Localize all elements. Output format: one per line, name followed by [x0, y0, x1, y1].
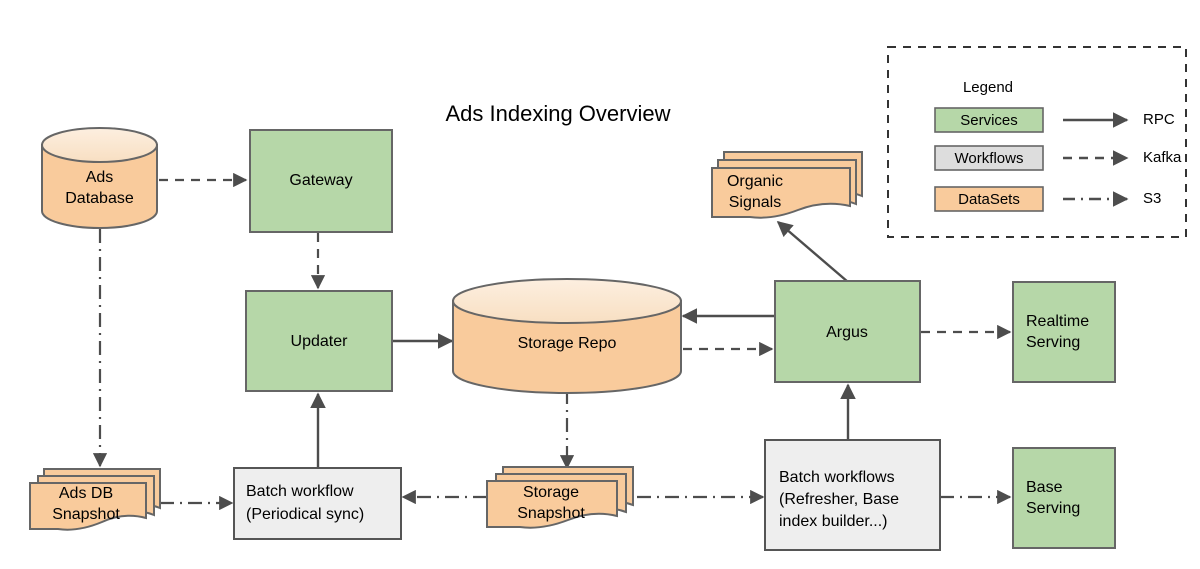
node-label-storage-repo: Storage Repo [518, 335, 617, 352]
node-batch-workflows-refresher[interactable]: Batch workflows (Refresher, Base index b… [764, 439, 941, 551]
node-gateway[interactable]: Gateway [249, 129, 393, 233]
legend-swatch-shape-datasets [934, 186, 1044, 212]
legend-edge-rpc: RPC [1063, 111, 1175, 128]
node-label-ads-database-line1: Ads [86, 169, 114, 186]
doc-stack-front [486, 480, 618, 529]
node-shape-batch-workflow-sync [233, 467, 402, 540]
node-shape-argus [774, 280, 921, 383]
node-label-batch-workflow-sync-line1: Batch workflow [246, 483, 354, 500]
page-title: Ads Indexing Overview [446, 101, 671, 126]
node-label-gateway: Gateway [289, 172, 352, 189]
node-label-batch-workflows-refresher-line3: index builder...) [779, 513, 888, 530]
node-label-organic-signals-line2: Signals [729, 194, 781, 211]
node-label-organic-signals-line1: Organic [727, 173, 783, 190]
node-label-base-serving-line1: Base [1026, 479, 1063, 496]
legend-swatch-workflows: Workflows [934, 145, 1044, 171]
node-shape-realtime-serving [1012, 281, 1116, 383]
edge-argus-to-organic-signals [776, 220, 849, 283]
edge-layer [92, 172, 1012, 511]
legend-title: Legend [963, 79, 1013, 96]
node-storage-snapshot[interactable]: Storage Snapshot [486, 466, 634, 529]
legend-swatch-label-workflows: Workflows [955, 150, 1024, 167]
node-label-argus: Argus [826, 324, 868, 341]
node-shape-gateway [249, 129, 393, 233]
legend-swatch-label-datasets: DataSets [958, 191, 1020, 208]
node-base-serving[interactable]: Base Serving [1012, 447, 1116, 549]
node-organic-signals[interactable]: Organic Signals [711, 151, 863, 219]
legend-edge-label-s3: S3 [1143, 190, 1161, 207]
node-label-batch-workflows-refresher-line2: (Refresher, Base [779, 491, 899, 508]
legend-edge-label-kafka: Kafka [1143, 149, 1182, 166]
cylinder-top [452, 278, 682, 324]
node-updater[interactable]: Updater [245, 290, 393, 392]
node-label-storage-snapshot-line2: Snapshot [517, 505, 585, 522]
legend-edge-label-rpc: RPC [1143, 111, 1175, 128]
node-label-updater: Updater [291, 333, 349, 350]
node-realtime-serving[interactable]: Realtime Serving [1012, 281, 1116, 383]
node-label-storage-snapshot-line1: Storage [523, 484, 579, 501]
cylinder-top [41, 127, 158, 163]
node-label-ads-db-snapshot-line2: Snapshot [52, 506, 120, 523]
legend-swatch-label-services: Services [960, 112, 1018, 129]
cylinder-body [452, 300, 682, 394]
node-shape-updater [245, 290, 393, 392]
legend: Legend Services Workflows DataSets RPC [887, 46, 1187, 238]
legend-swatch-datasets: DataSets [934, 186, 1044, 212]
node-batch-workflow-sync[interactable]: Batch workflow (Periodical sync) [233, 467, 402, 540]
node-label-base-serving-line2: Serving [1026, 500, 1080, 517]
node-shape-base-serving [1012, 447, 1116, 549]
node-label-realtime-serving-line1: Realtime [1026, 313, 1089, 330]
node-ads-db-snapshot[interactable]: Ads DB Snapshot [29, 468, 161, 531]
doc-stack-front [711, 167, 851, 219]
doc-stack-front [29, 482, 147, 531]
node-storage-repo[interactable]: Storage Repo [452, 278, 682, 394]
node-label-realtime-serving-line2: Serving [1026, 334, 1080, 351]
legend-edge-s3: S3 [1063, 190, 1161, 207]
node-argus[interactable]: Argus [774, 280, 921, 383]
legend-swatch-shape-workflows [934, 145, 1044, 171]
legend-swatch-shape-services [934, 107, 1044, 133]
node-shape-batch-workflows-refresher [764, 439, 941, 551]
legend-edge-kafka: Kafka [1063, 149, 1182, 166]
legend-border [887, 46, 1187, 238]
node-label-batch-workflows-refresher-line1: Batch workflows [779, 469, 895, 486]
node-label-ads-database-line2: Database [65, 190, 134, 207]
node-label-batch-workflow-sync-line2: (Periodical sync) [246, 506, 364, 523]
legend-swatch-services: Services [934, 107, 1044, 133]
node-label-ads-db-snapshot-line1: Ads DB [59, 485, 113, 502]
cylinder-body [41, 144, 158, 229]
node-ads-database[interactable]: Ads Database [41, 127, 158, 229]
